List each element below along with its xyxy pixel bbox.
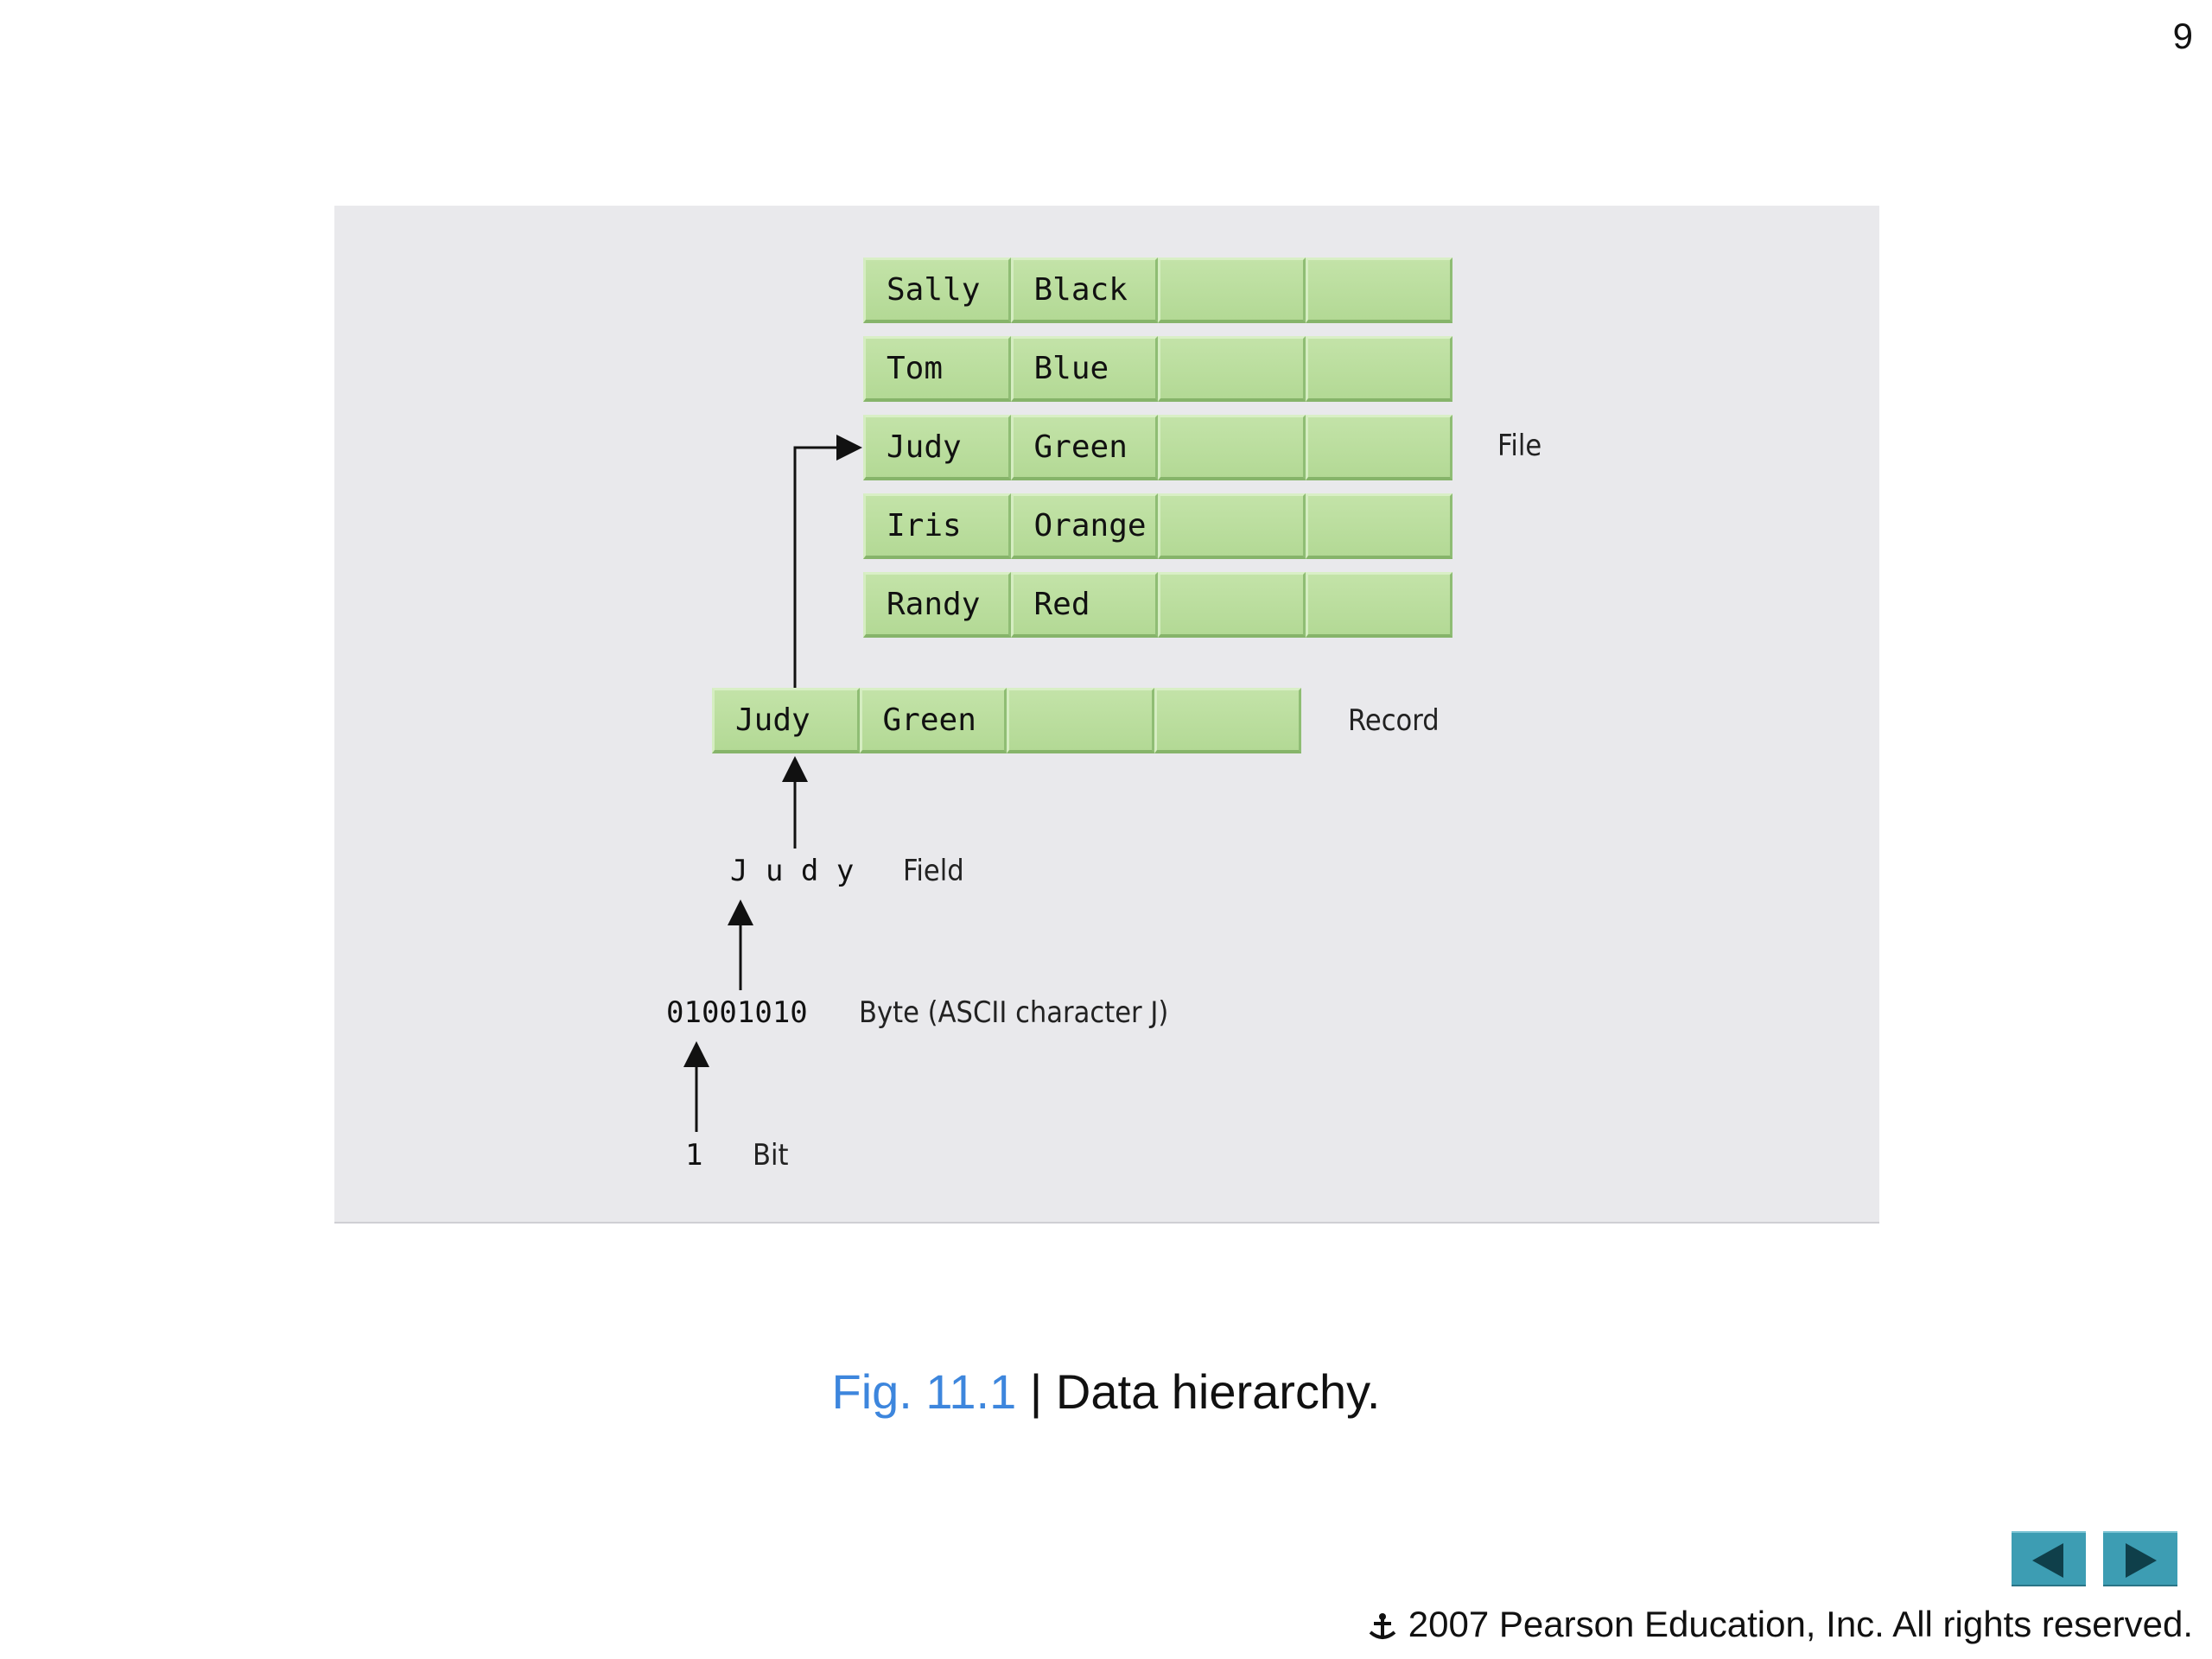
file-record-empty-field	[1158, 493, 1306, 559]
copyright-footer: 2007 Pearson Education, Inc. All rights …	[1367, 1604, 2193, 1645]
next-slide-button[interactable]	[2103, 1531, 2177, 1586]
file-record-last-name: Green	[1010, 415, 1158, 480]
bit-label: Bit	[753, 1138, 789, 1173]
file-record-empty-field	[1158, 415, 1306, 480]
file-record-empty-field	[1305, 415, 1452, 480]
file-record-sally: Sally Black	[863, 257, 1452, 323]
file-record-randy: Randy Red	[863, 572, 1452, 638]
file-record-empty-field	[1158, 336, 1306, 402]
file-record-empty-field	[1305, 493, 1452, 559]
record-label: Record	[1348, 703, 1440, 738]
file-record-iris: Iris Orange	[863, 493, 1452, 559]
file-record-first-name: Iris	[863, 493, 1011, 559]
caption-separator: |	[1016, 1364, 1056, 1419]
record-judy: Judy Green	[712, 688, 1301, 753]
file-record-first-name: Tom	[863, 336, 1011, 402]
record-empty-field	[1154, 688, 1301, 753]
byte-label: Byte (ASCII character J)	[859, 995, 1169, 1030]
file-record-first-name: Judy	[863, 415, 1011, 480]
figure-caption: Fig. 11.1 | Data hierarchy.	[0, 1363, 2212, 1420]
file-record-empty-field	[1158, 572, 1306, 638]
file-record-last-name: Black	[1010, 257, 1158, 323]
record-last-name: Green	[859, 688, 1007, 753]
file-record-empty-field	[1305, 572, 1452, 638]
file-record-tom: Tom Blue	[863, 336, 1452, 402]
record-to-file-arrow	[793, 435, 862, 688]
file-record-empty-field	[1305, 336, 1452, 402]
record-empty-field	[1007, 688, 1154, 753]
file-record-first-name: Sally	[863, 257, 1011, 323]
figure-number: Fig. 11.1	[831, 1364, 1017, 1419]
page-number: 9	[2172, 16, 2193, 56]
bit-value: 1	[685, 1138, 703, 1173]
field-label: Field	[903, 854, 964, 888]
previous-slide-button[interactable]	[2012, 1531, 2086, 1586]
triangle-left-icon	[2032, 1543, 2063, 1578]
hierarchy-arrows	[683, 435, 862, 1132]
file-record-empty-field	[1305, 257, 1452, 323]
pearson-logo-icon	[1369, 1612, 1396, 1639]
field-value: J u d y	[730, 854, 855, 888]
copyright-text: 2007 Pearson Education, Inc. All rights …	[1408, 1604, 2193, 1644]
file-record-first-name: Randy	[863, 572, 1011, 638]
file-record-last-name: Orange	[1010, 493, 1158, 559]
file-record-judy: Judy Green	[863, 415, 1452, 480]
figure-panel: Sally Black Tom Blue Judy Green Iris Ora…	[334, 206, 1879, 1224]
caption-text: Data hierarchy.	[1055, 1364, 1381, 1419]
record-first-name: Judy	[712, 688, 860, 753]
triangle-right-icon	[2126, 1543, 2157, 1578]
file-record-last-name: Blue	[1010, 336, 1158, 402]
file-record-last-name: Red	[1010, 572, 1158, 638]
file-label: File	[1497, 429, 1542, 463]
file-record-empty-field	[1158, 257, 1306, 323]
byte-value: 01001010	[666, 995, 808, 1030]
